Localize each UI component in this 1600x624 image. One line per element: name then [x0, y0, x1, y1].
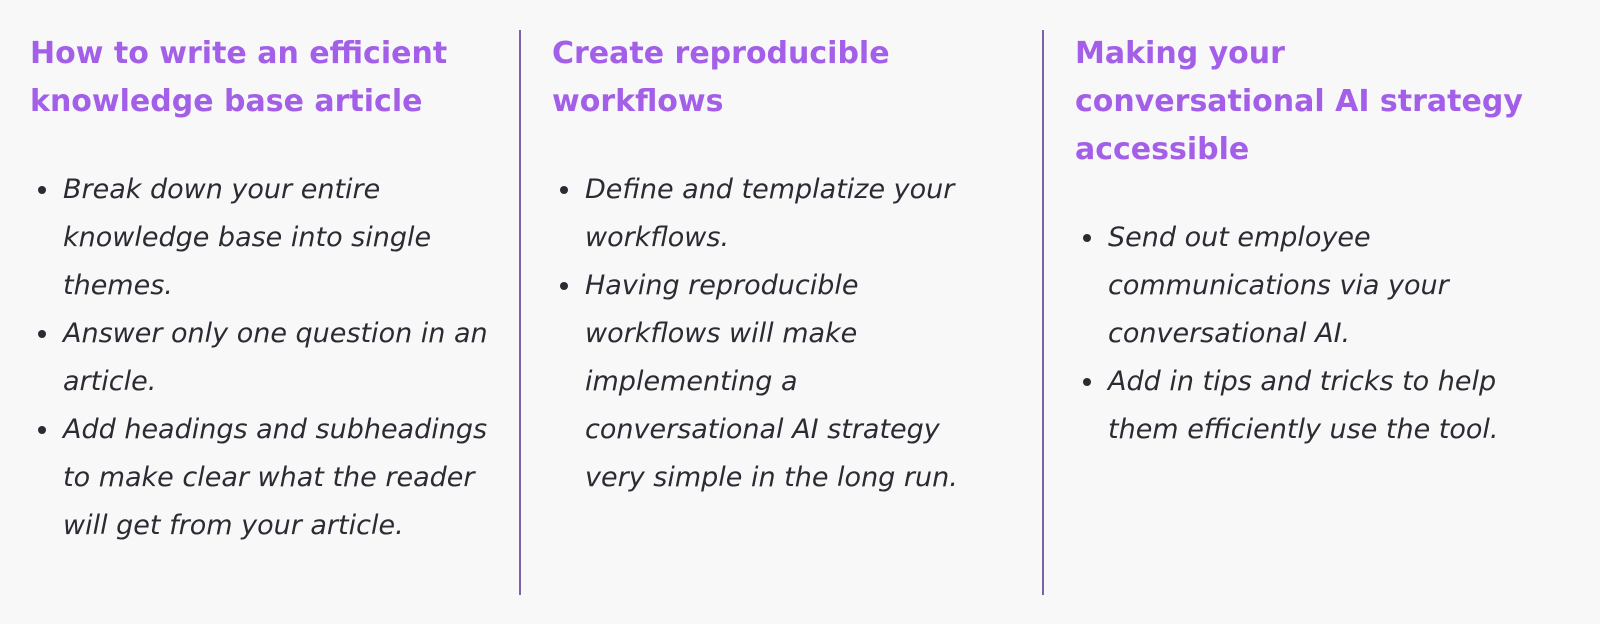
list-item: Answer only one question in an article.: [38, 310, 490, 406]
tips-list-accessibility: Send out employee communications via you…: [1075, 214, 1575, 454]
tips-list-knowledge-base: Break down your entire knowledge base in…: [30, 166, 490, 550]
column-accessibility: Making your conversational AI strategy a…: [1075, 30, 1575, 590]
column-title-knowledge-base: How to write an efficient knowledge base…: [30, 36, 448, 119]
list-item: Add in tips and tricks to help them effi…: [1083, 358, 1575, 454]
column-divider-1: [519, 30, 521, 595]
list-item: Having reproducible workflows will make …: [560, 262, 1002, 502]
column-workflows: Create reproducible workflows Define and…: [552, 30, 1022, 590]
tips-list-workflows: Define and templatize your workflows. Ha…: [552, 166, 1022, 502]
column-title-accessibility: Making your conversational AI strategy a…: [1075, 36, 1523, 167]
list-item: Break down your entire knowledge base in…: [38, 166, 490, 310]
column-knowledge-base: How to write an efficient knowledge base…: [30, 30, 490, 590]
column-title-workflows: Create reproducible workflows: [552, 36, 890, 119]
list-item: Send out employee communications via you…: [1083, 214, 1575, 358]
list-item: Add headings and subheadings to make cle…: [38, 406, 490, 550]
column-divider-2: [1042, 30, 1044, 595]
list-item: Define and templatize your workflows.: [560, 166, 1002, 262]
